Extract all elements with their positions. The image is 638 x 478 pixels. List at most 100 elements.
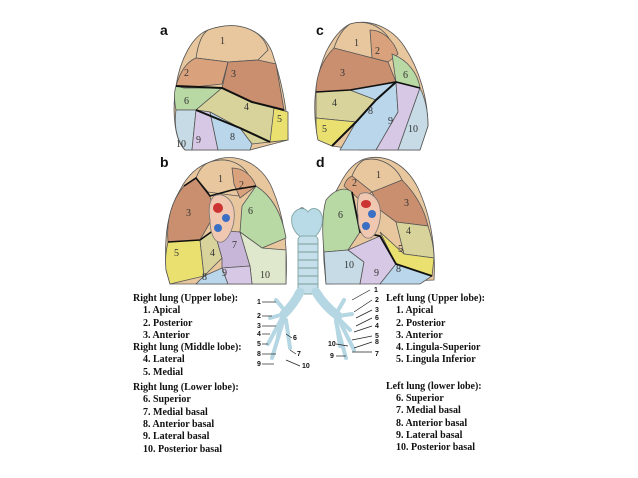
seg-c-8: 8 <box>368 106 373 117</box>
right-middle-item: 5. Medial <box>143 366 183 378</box>
seg-b-6: 6 <box>248 206 253 217</box>
seg-b-7: 7 <box>232 240 237 251</box>
right-upper-item: 2. Posterior <box>143 317 193 329</box>
bronchus-label-l-10: 10 <box>302 363 310 370</box>
seg-b-8: 8 <box>202 272 207 283</box>
seg-a-9: 9 <box>196 135 201 146</box>
seg-b-9: 9 <box>222 268 227 279</box>
lung-panel-b <box>165 157 287 285</box>
panel-label-d: d <box>316 154 325 170</box>
segment-numbers-d: 1 2 3 6 4 5 10 9 8 <box>338 170 411 279</box>
seg-b-10: 10 <box>260 270 270 281</box>
bronchus-label-l-6: 6 <box>293 335 297 342</box>
right-lung-legend: Right lung (Upper lobe): 1. Apical 2. Po… <box>133 293 242 456</box>
left-lower-item: 9. Lateral basal <box>396 429 463 441</box>
bronchus-label-r-5: 5 <box>375 333 379 340</box>
left-lower-heading: Left lung (lower lobe): <box>386 380 482 392</box>
seg-a-2: 2 <box>184 68 189 79</box>
seg-c-9: 9 <box>388 116 393 127</box>
seg-c-2: 2 <box>375 46 380 57</box>
bronchus-label-l-4: 4 <box>257 331 261 338</box>
bronchi-labels-left: 1 2 3 4 5 8 9 6 7 10 <box>257 299 310 370</box>
right-upper-heading: Right lung (Upper lobe): <box>133 293 239 304</box>
bronchus-label-l-2: 2 <box>257 313 261 320</box>
seg-c-3: 3 <box>340 68 345 79</box>
lung-panel-d <box>322 156 435 285</box>
seg-d-10: 10 <box>344 260 354 271</box>
bronchus-label-r-10: 10 <box>328 341 336 348</box>
bronchus-label-r-1: 1 <box>374 287 378 294</box>
bronchus-label-r-9: 9 <box>330 353 334 360</box>
left-upper-item: 2. Posterior <box>396 317 446 329</box>
bronchus-label-r-8: 8 <box>375 339 379 346</box>
seg-d-6: 6 <box>338 210 343 221</box>
bronchus-label-r-7: 7 <box>375 351 379 358</box>
seg-b-5: 5 <box>174 248 179 259</box>
segment-numbers-b: 1 2 3 6 5 4 7 8 9 10 <box>174 174 270 283</box>
seg-c-1: 1 <box>354 38 359 49</box>
seg-d-8: 8 <box>396 264 401 275</box>
bronchus-label-l-3: 3 <box>257 323 261 330</box>
seg-d-4: 4 <box>406 226 411 237</box>
bronchus-label-l-7: 7 <box>297 351 301 358</box>
seg-d-3: 3 <box>404 198 409 209</box>
right-lower-heading: Right lung (Lower lobe): <box>133 382 239 394</box>
seg-d-2: 2 <box>352 178 357 189</box>
bronchus-label-r-6: 6 <box>375 315 379 322</box>
bronchus-label-l-9: 9 <box>257 361 261 368</box>
bronchus-label-l-8: 8 <box>257 351 261 358</box>
left-lower-item: 6. Superior <box>396 393 444 405</box>
bronchus-label-l-1: 1 <box>257 299 261 306</box>
right-middle-heading: Right lung (Middle lobe): <box>133 342 242 354</box>
left-upper-heading: Left lung (Upper lobe): <box>386 293 485 304</box>
left-upper-item: 3. Anterior <box>396 329 443 341</box>
seg-a-8: 8 <box>230 132 235 143</box>
panel-label-c: c <box>316 22 324 38</box>
segment-numbers-c: 1 2 3 6 4 5 8 9 10 <box>322 38 418 135</box>
segment-numbers-a: 1 2 3 6 4 5 10 9 8 <box>176 36 282 150</box>
right-lower-item: 10. Posterior basal <box>143 443 222 455</box>
seg-a-4: 4 <box>244 102 249 113</box>
bronchial-tree <box>262 208 373 367</box>
bronchus-label-r-2: 2 <box>375 297 379 304</box>
panel-label-a: a <box>160 22 168 38</box>
seg-b-3: 3 <box>186 208 191 219</box>
lung-panel-a <box>173 25 289 151</box>
seg-c-10: 10 <box>408 124 418 135</box>
right-upper-item: 1. Apical <box>143 305 181 317</box>
panel-label-b: b <box>160 154 169 170</box>
seg-a-5: 5 <box>277 114 282 125</box>
seg-b-1: 1 <box>218 174 223 185</box>
seg-b-2: 2 <box>239 180 244 191</box>
seg-c-6: 6 <box>403 70 408 81</box>
right-lower-item: 9. Lateral basal <box>143 431 210 443</box>
seg-d-5: 5 <box>398 244 403 255</box>
seg-a-1: 1 <box>220 36 225 47</box>
seg-b-4: 4 <box>210 248 215 259</box>
bronchus-label-r-3: 3 <box>375 307 379 314</box>
seg-a-10: 10 <box>176 139 186 150</box>
seg-c-4: 4 <box>332 98 337 109</box>
left-upper-item: 4. Lingula-Superior <box>396 342 481 354</box>
left-upper-item: 1. Apical <box>396 305 434 317</box>
bronchi-labels-right: 1 2 3 6 4 5 8 10 9 7 <box>328 287 379 360</box>
lung-panel-c <box>314 21 429 151</box>
left-lower-item: 10. Posterior basal <box>396 442 475 454</box>
seg-c-5: 5 <box>322 124 327 135</box>
seg-a-6: 6 <box>184 96 189 107</box>
left-lower-item: 7. Medial basal <box>396 405 461 417</box>
left-lung-legend: Left lung (Upper lobe): 1. Apical 2. Pos… <box>386 293 485 455</box>
right-middle-item: 4. Lateral <box>143 354 185 366</box>
right-lower-item: 7. Medial basal <box>143 406 208 418</box>
bronchus-label-l-5: 5 <box>257 341 261 348</box>
seg-d-1: 1 <box>376 170 381 181</box>
right-upper-item: 3. Anterior <box>143 329 190 341</box>
seg-a-3: 3 <box>231 69 236 80</box>
seg-d-9: 9 <box>374 268 379 279</box>
right-lower-item: 8. Anterior basal <box>143 418 215 430</box>
left-upper-item: 5. Lingula Inferior <box>396 354 476 366</box>
bronchus-label-r-4: 4 <box>375 323 379 330</box>
right-lower-item: 6. Superior <box>143 394 191 406</box>
left-lower-item: 8. Anterior basal <box>396 417 468 429</box>
